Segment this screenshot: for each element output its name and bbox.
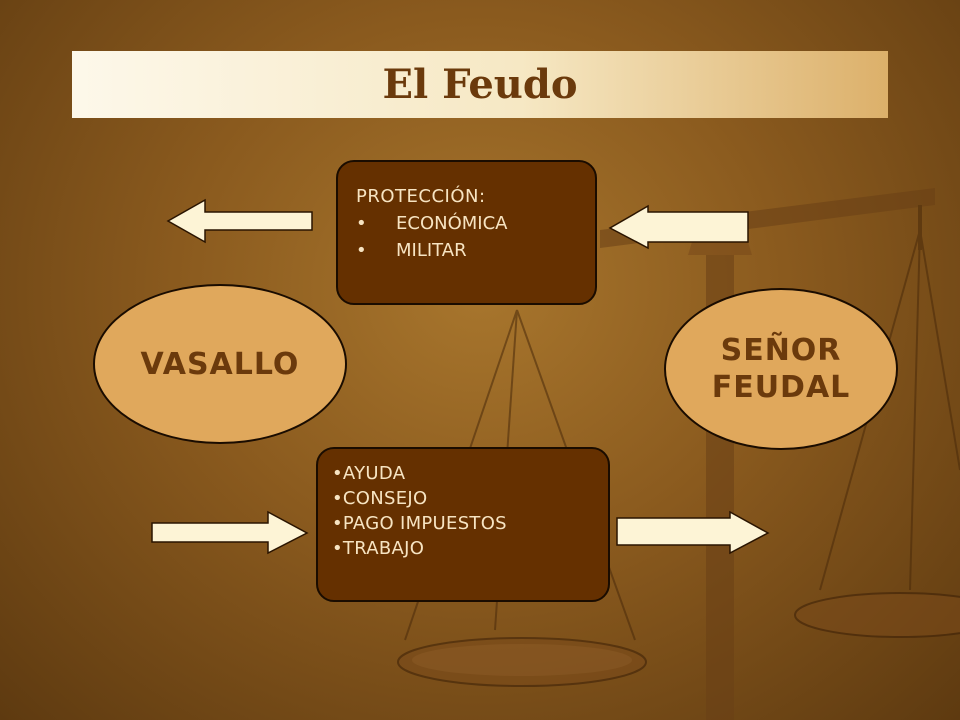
title-bar: El Feudo (72, 51, 888, 118)
bullet: • (356, 213, 367, 234)
right-hanger-3 (919, 229, 960, 471)
obligations-box: •AYUDA •CONSEJO •PAGO IMPUESTOS •TRABAJO (316, 447, 610, 602)
vasallo-oval: VASALLO (93, 284, 347, 444)
obligations-list: •AYUDA •CONSEJO •PAGO IMPUESTOS •TRABAJO (332, 463, 608, 559)
arrow-top-left (166, 198, 313, 244)
bullet: • (356, 240, 367, 261)
protection-heading: PROTECCIÓN: (356, 186, 486, 207)
obligation-item-consejo: •CONSEJO (332, 488, 428, 509)
arrow-bottom-right (616, 510, 770, 555)
right-hanger-2 (909, 229, 921, 591)
senor-feudal-oval: SEÑOR FEUDAL (664, 288, 898, 450)
left-pan-rim (412, 644, 632, 676)
protection-item-militar: MILITAR (396, 240, 467, 261)
senor-label-line1: SEÑOR (720, 332, 842, 368)
arrow-bottom-left (151, 510, 309, 555)
arrow-top-right (608, 204, 749, 250)
page-title: El Feudo (382, 61, 578, 108)
list-item: • ECONÓMICA (356, 213, 595, 234)
senor-feudal-label: SEÑOR FEUDAL (712, 332, 851, 407)
protection-list: • ECONÓMICA • MILITAR (356, 213, 595, 261)
protection-item-economica: ECONÓMICA (396, 213, 508, 234)
senor-label-line2: FEUDAL (711, 370, 851, 405)
vasallo-label: VASALLO (140, 346, 300, 382)
list-item: • MILITAR (356, 240, 595, 261)
obligation-item-impuestos: •PAGO IMPUESTOS (332, 513, 507, 534)
protection-box: PROTECCIÓN: • ECONÓMICA • MILITAR (336, 160, 597, 305)
obligation-item-ayuda: •AYUDA (332, 463, 406, 484)
obligation-item-trabajo: •TRABAJO (332, 538, 425, 559)
right-pan (794, 592, 960, 638)
